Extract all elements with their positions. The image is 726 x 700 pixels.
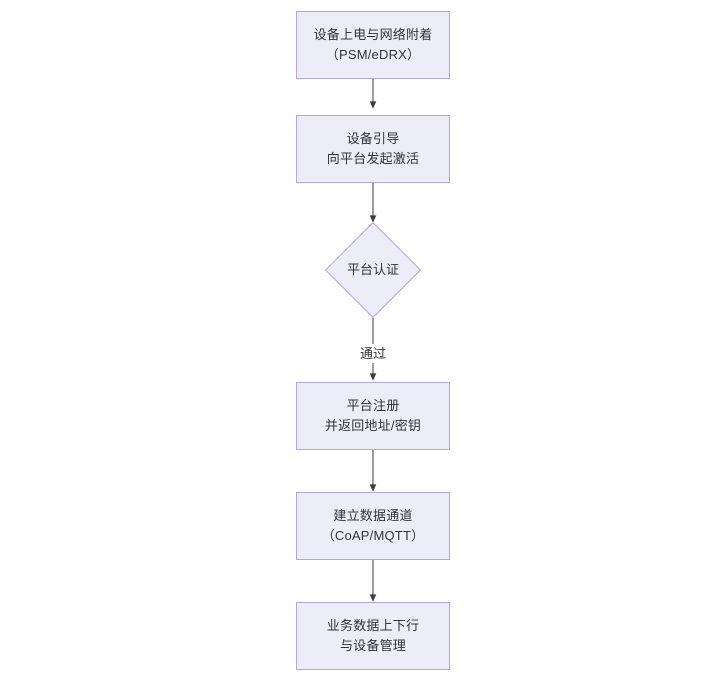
node-line: 平台注册 bbox=[346, 398, 400, 413]
node-line: （PSM/eDRX） bbox=[325, 47, 421, 62]
node-line: 并返回地址/密钥 bbox=[324, 418, 422, 433]
edge-label-pass: 通过 bbox=[356, 344, 390, 363]
node-line: 建立数据通道 bbox=[333, 508, 413, 523]
node-device-power-on[interactable]: 设备上电与网络附着 （PSM/eDRX） bbox=[296, 11, 450, 79]
node-platform-registration[interactable]: 平台注册 并返回地址/密钥 bbox=[296, 382, 450, 450]
node-business-data-and-device-management[interactable]: 业务数据上下行 与设备管理 bbox=[296, 602, 450, 670]
node-line: 业务数据上下行 bbox=[326, 618, 420, 633]
node-line: 平台认证 bbox=[346, 262, 399, 277]
node-line: 与设备管理 bbox=[339, 638, 406, 653]
node-platform-authentication[interactable]: 平台认证 bbox=[324, 221, 422, 319]
node-line: 向平台发起激活 bbox=[326, 151, 420, 166]
node-line: （CoAP/MQTT） bbox=[321, 528, 425, 543]
node-device-bootstrap[interactable]: 设备引导 向平台发起激活 bbox=[296, 115, 450, 183]
node-line: 设备上电与网络附着 bbox=[313, 27, 433, 42]
node-establish-data-channel[interactable]: 建立数据通道 （CoAP/MQTT） bbox=[296, 492, 450, 560]
node-line: 设备引导 bbox=[346, 131, 400, 146]
